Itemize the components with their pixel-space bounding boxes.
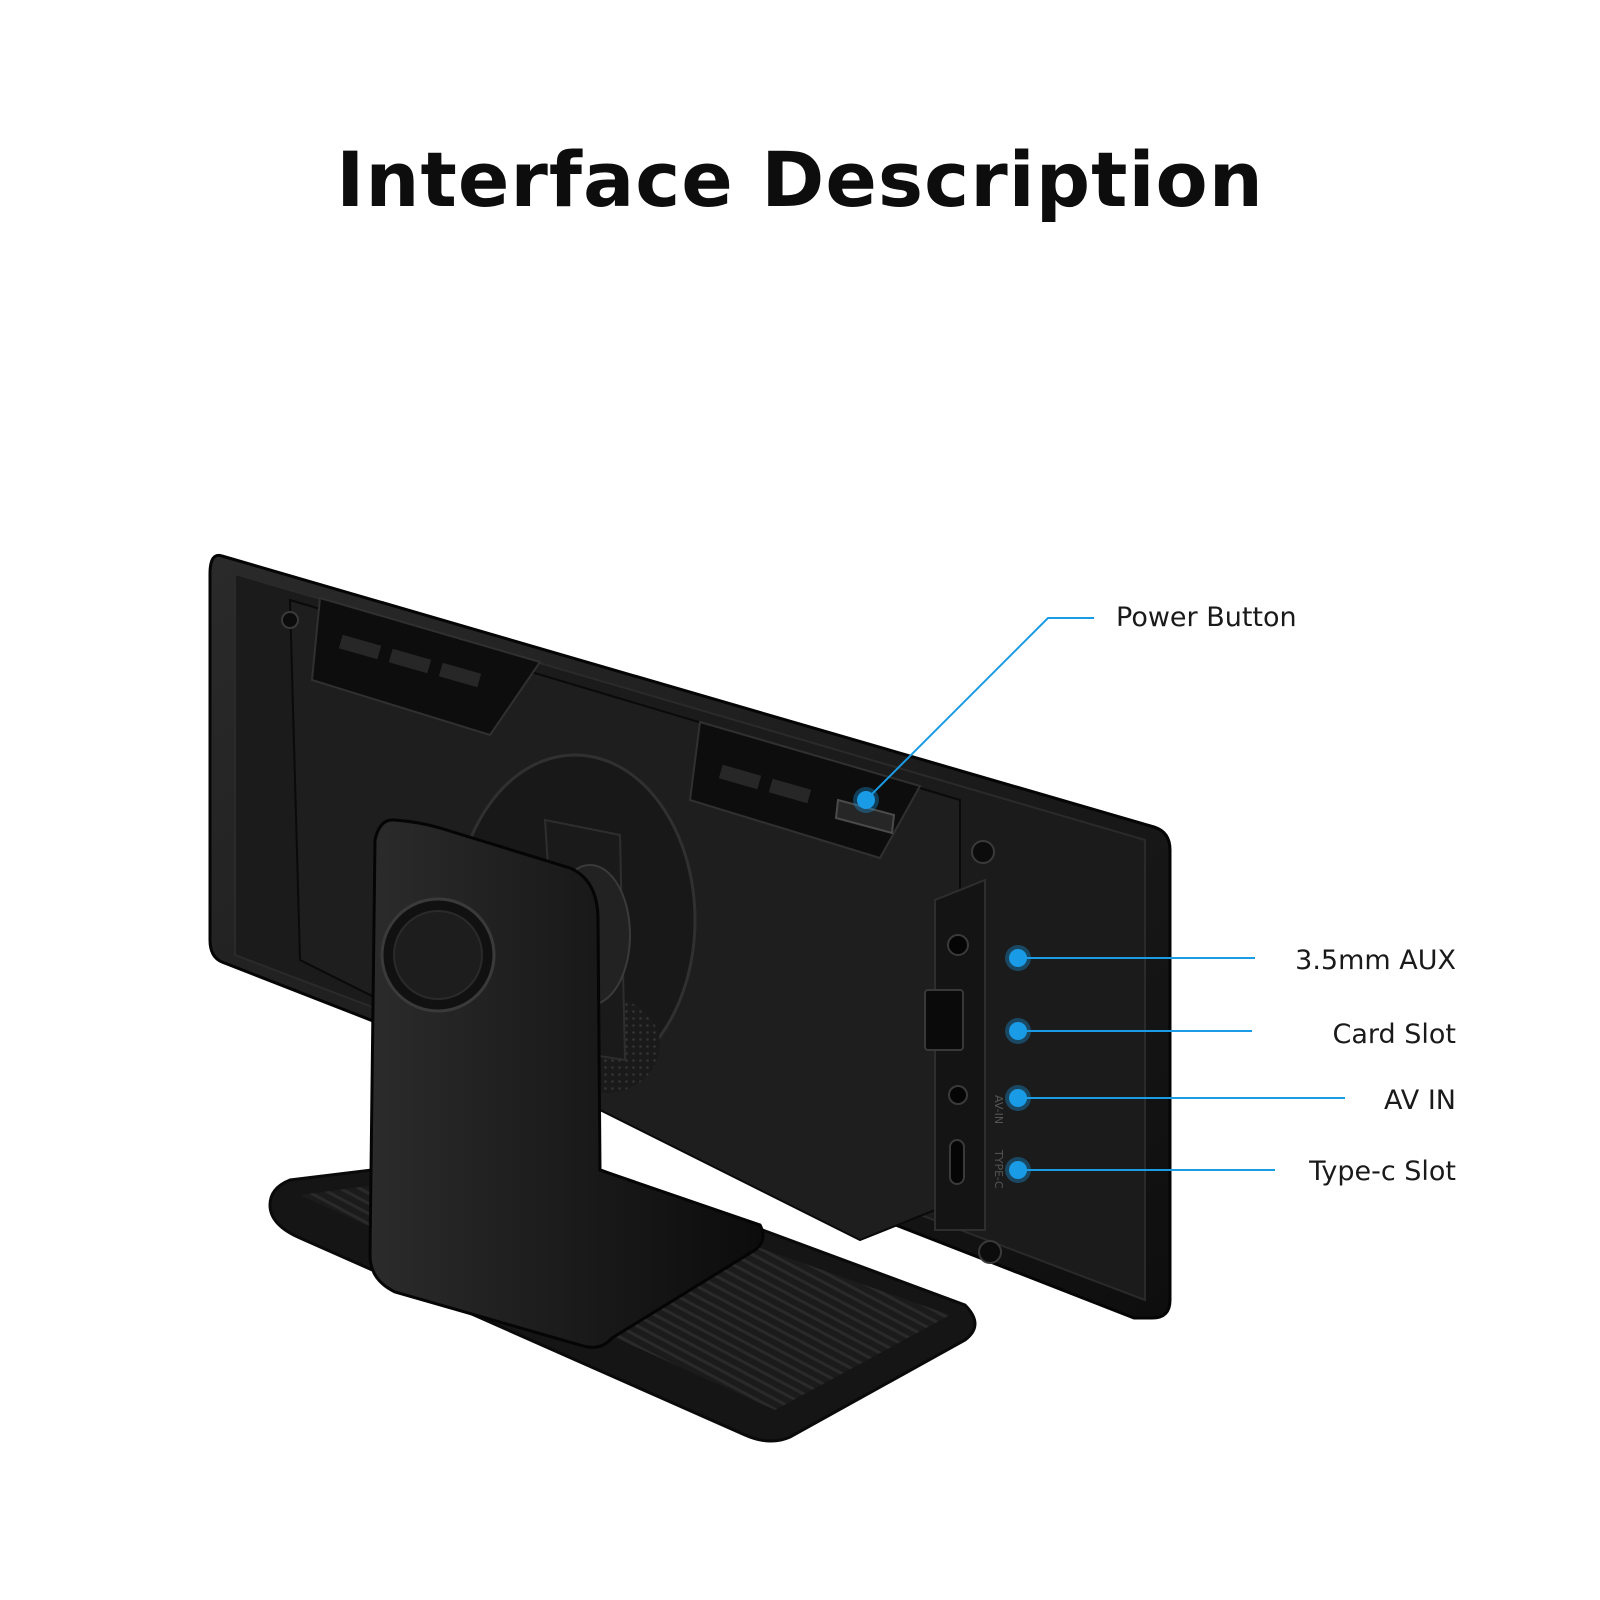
callout-av-in [1005,1085,1345,1111]
callout-power [853,617,1094,813]
type-c-slot-label: Type-c Slot [1309,1156,1456,1187]
power-button [834,798,896,835]
page-title: Interface Description [336,135,1264,224]
card-slot-label: Card Slot [1332,1019,1457,1050]
port-panel: AV-IN TYPE-C [924,878,1005,1231]
av-in-port [948,1085,968,1105]
callout-card [1005,1018,1252,1044]
callout-type-c [1005,1157,1275,1183]
stand-arm [368,818,765,1349]
aux-port [947,934,969,956]
card-slot [924,989,964,1051]
aux-label: 3.5mm AUX [1295,945,1456,976]
power-button-label: Power Button [1116,602,1297,633]
callout-aux [1005,945,1255,971]
type-c-port-label: TYPE-C [992,1149,1005,1189]
av-in-label: AV IN [1384,1085,1456,1116]
av-in-port-label: AV-IN [992,1095,1005,1124]
monitor-back [208,553,1172,1320]
type-c-port [949,1139,965,1185]
